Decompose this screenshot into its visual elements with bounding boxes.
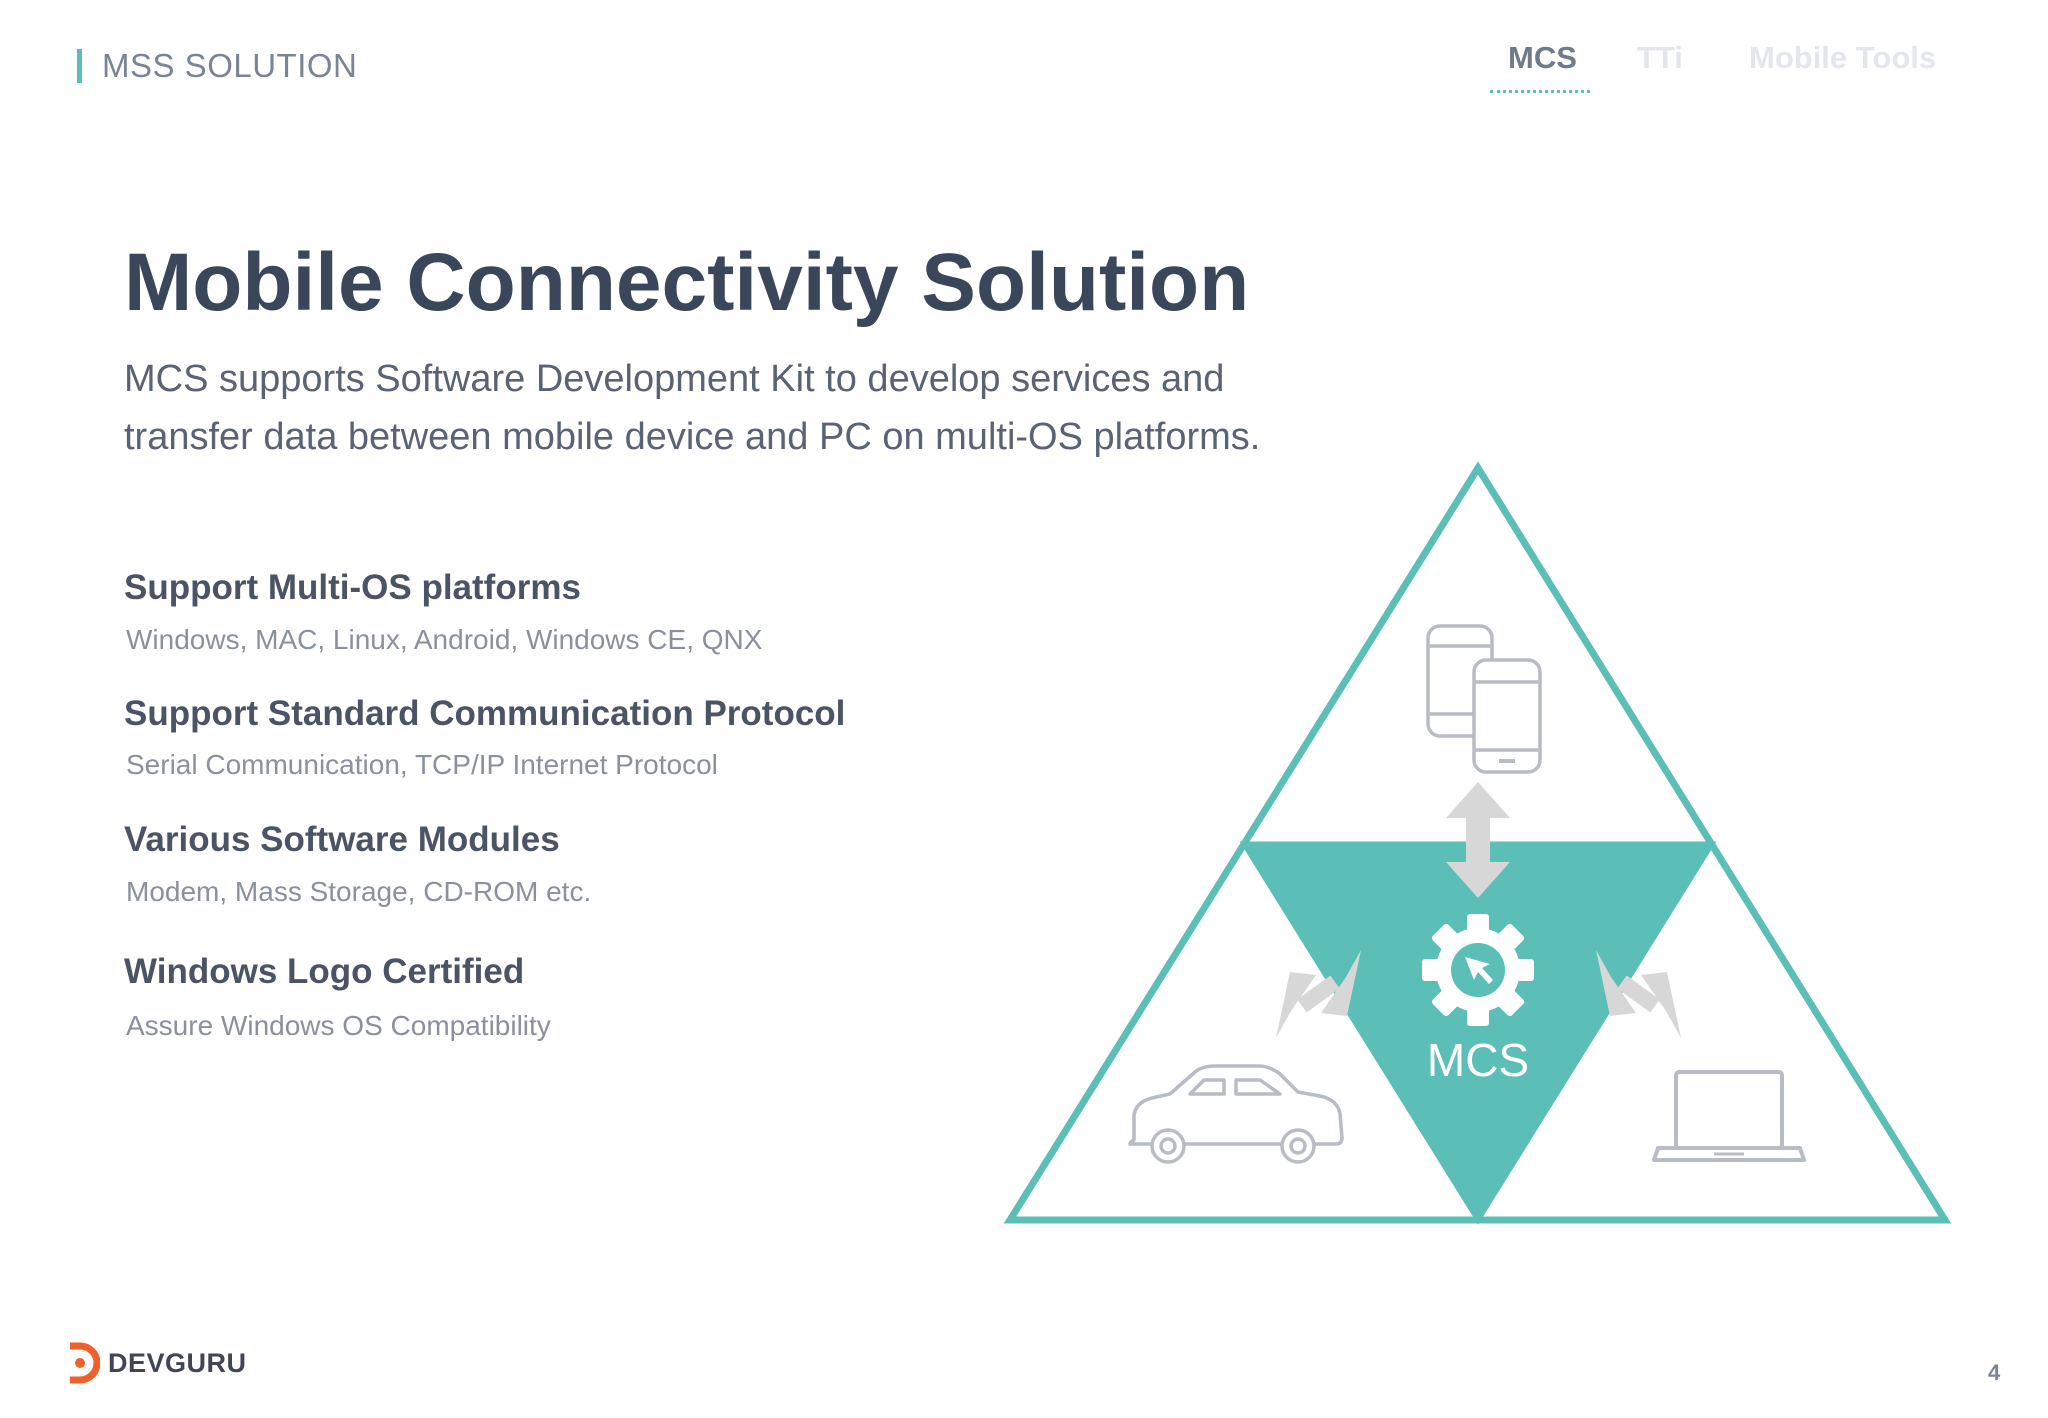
feature-subtitle-multi-os: Windows, MAC, Linux, Android, Windows CE… bbox=[126, 624, 763, 655]
feature-subtitle-modules: Modem, Mass Storage, CD-ROM etc. bbox=[126, 876, 592, 907]
page-number: 4 bbox=[1988, 1360, 2001, 1385]
feature-subtitle-protocol: Serial Communication, TCP/IP Internet Pr… bbox=[126, 749, 718, 780]
tab-tti[interactable]: TTi bbox=[1637, 40, 1683, 75]
mobile-phones-icon bbox=[1426, 624, 1542, 774]
right-double-arrow bbox=[1596, 950, 1681, 1038]
car-icon bbox=[1128, 1064, 1344, 1164]
devguru-logo-icon bbox=[70, 1342, 100, 1384]
description-line-1: MCS supports Software Development Kit to… bbox=[124, 358, 1225, 400]
diagram-center-label: MCS bbox=[1427, 1034, 1529, 1086]
feature-subtitle-windows-logo: Assure Windows OS Compatibility bbox=[126, 1010, 551, 1041]
inner-triangle bbox=[1239, 841, 1717, 1225]
mcs-diagram: MCS bbox=[1003, 461, 1952, 1225]
tab-mobile-tools[interactable]: Mobile Tools bbox=[1749, 40, 1937, 75]
left-double-arrow bbox=[1276, 950, 1361, 1038]
description-line-2: transfer data between mobile device and … bbox=[124, 416, 1261, 458]
feature-title-windows-logo: Windows Logo Certified bbox=[124, 952, 525, 991]
page-title: Mobile Connectivity Solution bbox=[124, 237, 1250, 328]
section-accent-bar bbox=[77, 49, 82, 83]
page-description: MCS supports Software Development Kit to… bbox=[124, 350, 1374, 466]
brand-logo: DEVGURU bbox=[66, 1342, 247, 1384]
brand-name: DEVGURU bbox=[108, 1347, 247, 1378]
tab-mcs[interactable]: MCS bbox=[1508, 40, 1577, 75]
feature-title-protocol: Support Standard Communication Protocol bbox=[124, 694, 846, 733]
active-tab-indicator bbox=[1490, 90, 1590, 93]
gear-cursor-icon bbox=[1422, 914, 1534, 1026]
feature-title-multi-os: Support Multi-OS platforms bbox=[124, 568, 581, 607]
laptop-icon bbox=[1652, 1070, 1806, 1162]
vertical-double-arrow bbox=[1446, 782, 1510, 898]
section-label: MSS SOLUTION bbox=[77, 47, 358, 84]
feature-title-modules: Various Software Modules bbox=[124, 820, 560, 859]
section-label-text: MSS SOLUTION bbox=[102, 47, 358, 84]
